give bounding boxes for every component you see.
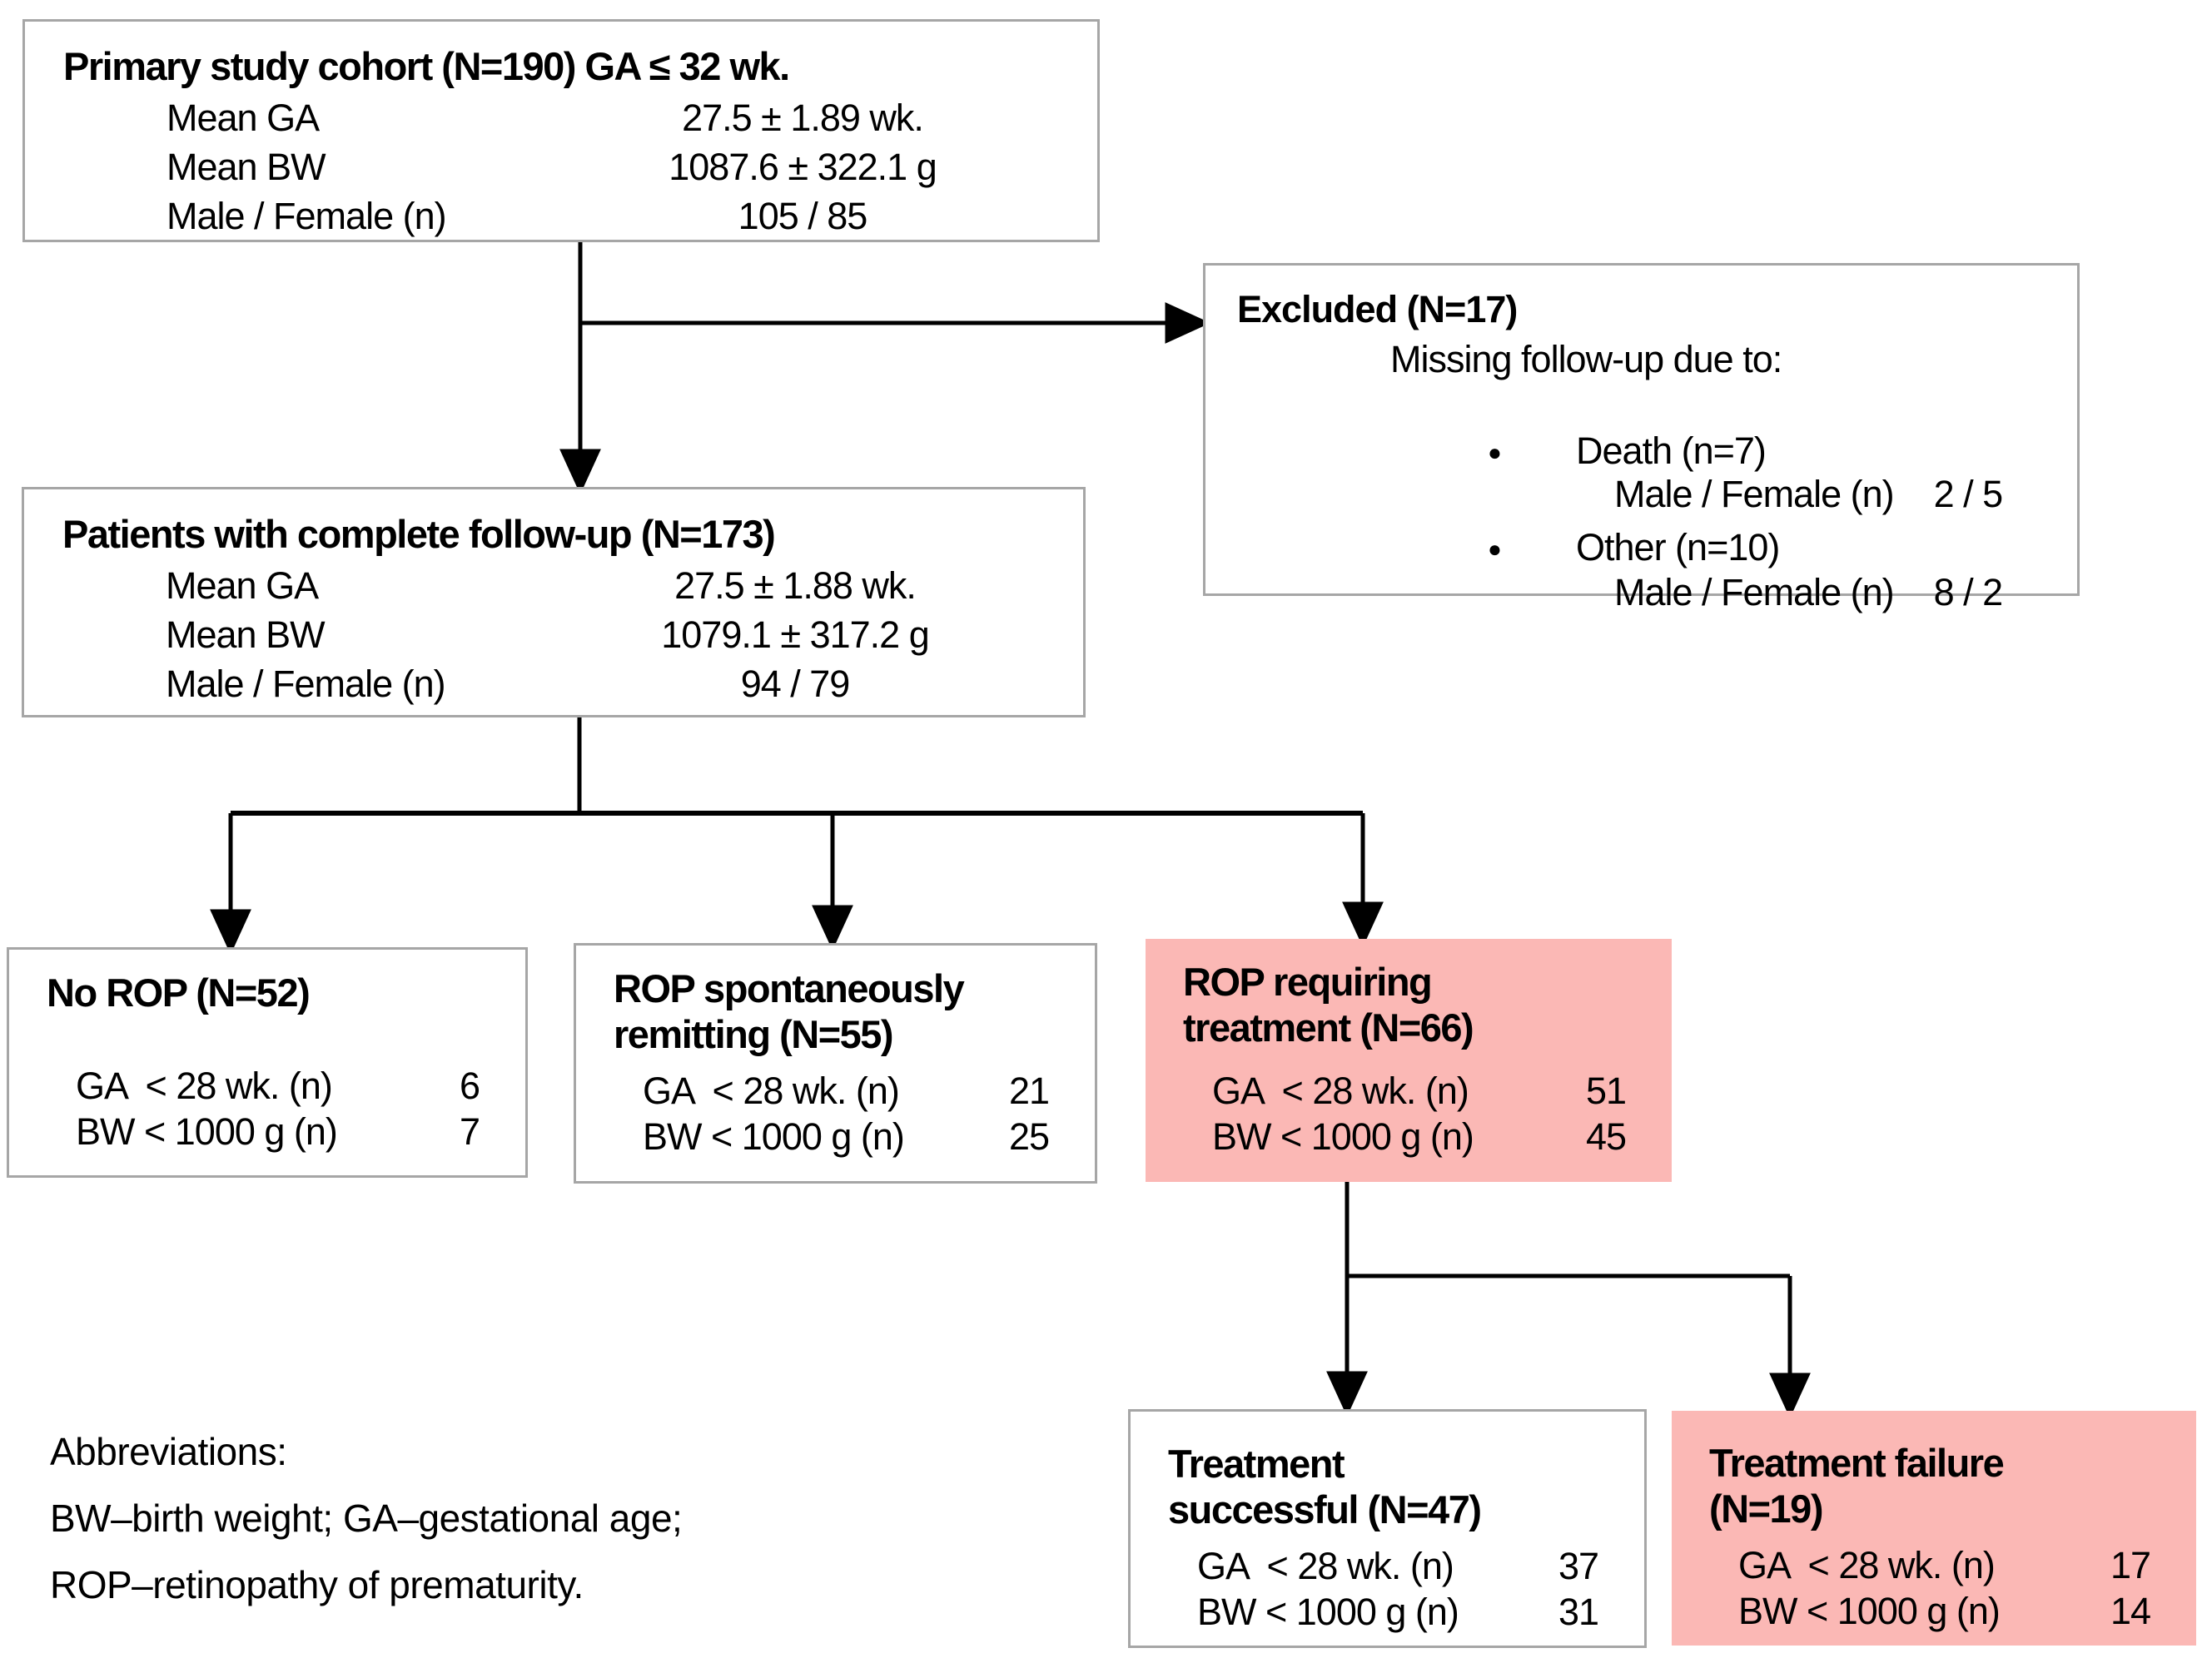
stat-label: GA < 28 wk. (n) — [643, 1070, 900, 1112]
stat-value: 7 — [459, 1110, 480, 1153]
detail-value: 2 / 5 — [1933, 473, 2004, 515]
no-rop-title: No ROP (N=52) — [47, 970, 311, 1015]
stat-value: 1087.6 ± 322.1 g — [669, 146, 937, 188]
footnote-line: BW–birth weight; GA–gestational age; — [50, 1497, 683, 1540]
bullet-icon: ● — [1488, 439, 1502, 465]
excluded-title: Excluded (N=17) — [1237, 288, 1518, 330]
treatment-failure-stats: GA < 28 wk. (n) 17 BW < 1000 g (n) 14 — [1672, 1542, 2196, 1634]
excluded-other-detail: Male / Female (n) 8 / 2 — [1557, 530, 2004, 655]
rop-remitting-title: ROP spontaneously remitting (N=55) — [614, 966, 965, 1056]
stat-value: 31 — [1558, 1591, 1599, 1633]
detail-label: Male / Female (n) — [1614, 473, 1895, 515]
stat-value: 27.5 ± 1.89 wk. — [682, 97, 924, 139]
stat-label: BW < 1000 g (n) — [643, 1115, 905, 1158]
stat-row: Mean BW 1079.1 ± 317.2 g — [24, 610, 1083, 659]
arrowhead-to-successful — [1326, 1371, 1368, 1417]
arrowhead-to-remitting — [812, 905, 853, 951]
stat-row: BW < 1000 g (n) 14 — [1672, 1588, 2196, 1634]
treatment-failure-title: Treatment failure (N=19) — [1709, 1441, 2005, 1531]
stat-row: GA < 28 wk. (n) 37 — [1131, 1543, 1644, 1589]
stat-row: GA < 28 wk. (n) 21 — [576, 1068, 1095, 1114]
rop-remitting-stats: GA < 28 wk. (n) 21 BW < 1000 g (n) 25 — [576, 1068, 1095, 1159]
stat-label: Mean GA — [167, 97, 320, 139]
no-rop-box: No ROP (N=52) GA < 28 wk. (n) 6 BW < 100… — [7, 947, 528, 1178]
rop-remitting-box: ROP spontaneously remitting (N=55) GA < … — [574, 943, 1097, 1184]
rop-requiring-title: ROP requiring treatment (N=66) — [1183, 960, 1474, 1050]
arrowhead-primary-to-excluded — [1165, 302, 1211, 344]
stat-value: 37 — [1558, 1545, 1599, 1587]
stat-row: GA < 28 wk. (n) 51 — [1146, 1068, 1672, 1114]
primary-cohort-title: Primary study cohort (N=190) GA ≤ 32 wk. — [63, 44, 790, 88]
stat-row: GA < 28 wk. (n) 17 — [1672, 1542, 2196, 1588]
stat-row: BW < 1000 g (n) 25 — [576, 1114, 1095, 1159]
stat-row: BW < 1000 g (n) 7 — [9, 1109, 525, 1154]
stat-row: Male / Female (n) 105 / 85 — [25, 191, 1097, 241]
stat-label: Male / Female (n) — [167, 195, 447, 237]
bullet-icon: ● — [1488, 536, 1502, 562]
abbreviations-footnote: Abbreviations: BW–birth weight; GA–gesta… — [50, 1418, 683, 1618]
detail-label: Male / Female (n) — [1614, 571, 1895, 613]
stat-value: 14 — [2110, 1590, 2151, 1632]
stat-label: Mean BW — [167, 146, 326, 188]
stat-value: 105 / 85 — [738, 195, 868, 237]
stat-label: Male / Female (n) — [166, 663, 446, 705]
primary-cohort-box: Primary study cohort (N=190) GA ≤ 32 wk.… — [22, 19, 1100, 242]
stat-label: GA < 28 wk. (n) — [76, 1065, 333, 1107]
detail-value: 8 / 2 — [1933, 571, 2004, 613]
rop-requiring-stats: GA < 28 wk. (n) 51 BW < 1000 g (n) 45 — [1146, 1068, 1672, 1159]
footnote-heading: Abbreviations: — [50, 1430, 287, 1473]
treatment-successful-box: Treatment successful (N=47) GA < 28 wk. … — [1128, 1409, 1647, 1648]
stat-label: Mean GA — [166, 564, 319, 607]
stat-row: Mean BW 1087.6 ± 322.1 g — [25, 142, 1097, 191]
stat-label: BW < 1000 g (n) — [76, 1110, 338, 1153]
excluded-box: Excluded (N=17) Missing follow-up due to… — [1203, 263, 2080, 613]
stat-value: 94 / 79 — [740, 663, 851, 705]
stat-row: Male / Female (n) 94 / 79 — [24, 659, 1083, 708]
stat-label: Mean BW — [166, 613, 326, 656]
bullet-heading: Death (n=7) — [1576, 429, 1767, 472]
excluded-bullet-death: ● Death (n=7) — [1430, 389, 1767, 515]
followup-box: Patients with complete follow-up (N=173)… — [22, 487, 1086, 717]
stat-label: GA < 28 wk. (n) — [1212, 1070, 1469, 1112]
stat-row: Mean GA 27.5 ± 1.88 wk. — [24, 561, 1083, 610]
stat-value: 45 — [1585, 1115, 1627, 1158]
stat-value: 51 — [1585, 1070, 1627, 1112]
stat-label: GA < 28 wk. (n) — [1738, 1544, 1996, 1586]
stat-label: BW < 1000 g (n) — [1197, 1591, 1459, 1633]
arrowhead-to-requiring — [1342, 901, 1384, 948]
stat-label: BW < 1000 g (n) — [1212, 1115, 1474, 1158]
stat-row: Mean GA 27.5 ± 1.89 wk. — [25, 93, 1097, 142]
bullet-heading: Other (n=10) — [1576, 526, 1780, 568]
stat-label: GA < 28 wk. (n) — [1197, 1545, 1454, 1587]
arrowhead-to-failure — [1769, 1373, 1811, 1419]
primary-cohort-stats: Mean GA 27.5 ± 1.89 wk. Mean BW 1087.6 ±… — [25, 93, 1097, 241]
followup-stats: Mean GA 27.5 ± 1.88 wk. Mean BW 1079.1 ±… — [24, 561, 1083, 708]
stat-value: 17 — [2110, 1544, 2151, 1586]
excluded-bullet-other: ● Other (n=10) — [1430, 485, 1780, 612]
stat-row: BW < 1000 g (n) 45 — [1146, 1114, 1672, 1159]
rop-requiring-treatment-box: ROP requiring treatment (N=66) GA < 28 w… — [1146, 939, 1672, 1182]
stat-value: 1079.1 ± 317.2 g — [661, 613, 929, 656]
stat-value: 6 — [459, 1065, 480, 1107]
treatment-successful-stats: GA < 28 wk. (n) 37 BW < 1000 g (n) 31 — [1131, 1543, 1644, 1635]
treatment-successful-title: Treatment successful (N=47) — [1168, 1442, 1482, 1531]
treatment-failure-box: Treatment failure (N=19) GA < 28 wk. (n)… — [1672, 1411, 2196, 1646]
stat-value: 25 — [1008, 1115, 1050, 1158]
arrowhead-primary-to-followup — [559, 449, 601, 495]
stat-label: BW < 1000 g (n) — [1738, 1590, 2001, 1632]
stat-value: 27.5 ± 1.88 wk. — [674, 564, 917, 607]
stat-row: BW < 1000 g (n) 31 — [1131, 1589, 1644, 1635]
stat-value: 21 — [1008, 1070, 1050, 1112]
excluded-death-detail: Male / Female (n) 2 / 5 — [1557, 432, 2004, 557]
excluded-subtitle: Missing follow-up due to: — [1390, 338, 1782, 380]
followup-title: Patients with complete follow-up (N=173) — [62, 512, 776, 556]
stat-row: GA < 28 wk. (n) 6 — [9, 1063, 525, 1109]
footnote-line: ROP–retinopathy of prematurity. — [50, 1563, 584, 1606]
no-rop-stats: GA < 28 wk. (n) 6 BW < 1000 g (n) 7 — [9, 1063, 525, 1154]
arrowhead-to-no-rop — [210, 909, 251, 956]
